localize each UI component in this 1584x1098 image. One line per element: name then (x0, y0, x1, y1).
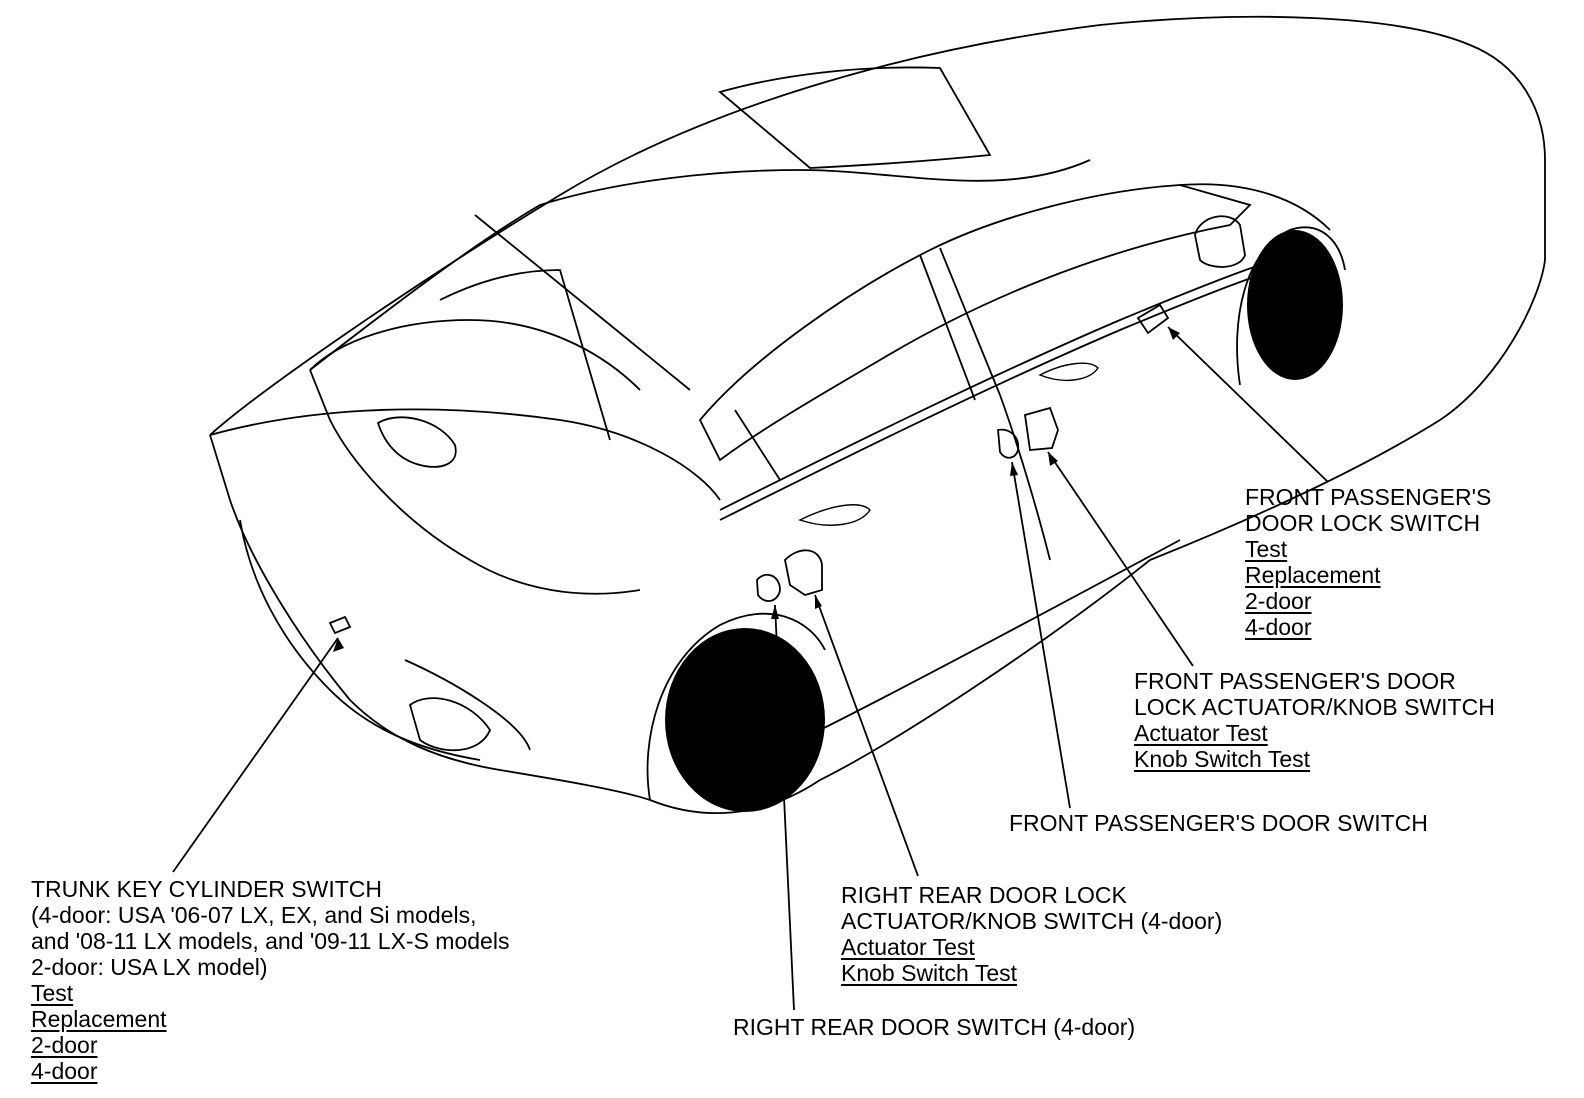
callout-title-line: RIGHT REAR DOOR LOCK (841, 882, 1127, 908)
door-handles (798, 362, 1099, 526)
rear-wheel (646, 612, 826, 812)
trunk-key-4door-link[interactable]: 4-door (31, 1058, 98, 1084)
callout-title-line: FRONT PASSENGER'S (1245, 484, 1492, 510)
fp-lock-switch-4door-link[interactable]: 4-door (1245, 614, 1312, 640)
callout-title-line: DOOR LOCK SWITCH (1245, 510, 1481, 536)
callout-title-line: LOCK ACTUATOR/KNOB SWITCH (1134, 694, 1495, 720)
rr-actuator-test-link[interactable]: Actuator Test (841, 934, 975, 960)
callout-right-rear-door-switch: RIGHT REAR DOOR SWITCH (4-door) (733, 1014, 1135, 1040)
trunk-key-replacement-link[interactable]: Replacement (31, 1006, 167, 1032)
front-wheel (1236, 226, 1346, 386)
callout-front-passenger-lock-actuator: FRONT PASSENGER'S DOOR LOCK ACTUATOR/KNO… (1134, 668, 1495, 772)
callout-title-line: ACTUATOR/KNOB SWITCH (4-door) (841, 908, 1223, 934)
callout-title-line: FRONT PASSENGER'S DOOR SWITCH (1009, 810, 1428, 836)
callout-title-line: FRONT PASSENGER'S DOOR (1134, 668, 1456, 694)
callout-right-rear-lock-actuator: RIGHT REAR DOOR LOCK ACTUATOR/KNOB SWITC… (841, 882, 1222, 986)
components (328, 303, 1170, 635)
fp-knob-switch-test-link[interactable]: Knob Switch Test (1134, 746, 1311, 772)
fp-lock-switch-replacement-link[interactable]: Replacement (1245, 562, 1381, 588)
trunk-key-test-link[interactable]: Test (31, 980, 74, 1006)
callout-title-line: RIGHT REAR DOOR SWITCH (4-door) (733, 1014, 1136, 1040)
callout-title-line: and '08-11 LX models, and '09-11 LX-S mo… (31, 928, 510, 954)
callout-front-passenger-door-lock-switch: FRONT PASSENGER'S DOOR LOCK SWITCH Test … (1245, 484, 1491, 640)
leader-lines (172, 326, 1329, 1011)
callout-title-line: TRUNK KEY CYLINDER SWITCH (31, 876, 383, 902)
fp-lock-switch-2door-link[interactable]: 2-door (1245, 588, 1312, 614)
fp-actuator-test-link[interactable]: Actuator Test (1134, 720, 1268, 746)
callout-front-passenger-door-switch: FRONT PASSENGER'S DOOR SWITCH (1009, 810, 1428, 836)
rr-knob-switch-test-link[interactable]: Knob Switch Test (841, 960, 1018, 986)
fp-lock-switch-test-link[interactable]: Test (1245, 536, 1288, 562)
trunk-key-2door-link[interactable]: 2-door (31, 1032, 98, 1058)
callout-trunk-key-cylinder-switch: TRUNK KEY CYLINDER SWITCH (4-door: USA '… (31, 876, 509, 1084)
callout-title-line: 2-door: USA LX model) (31, 954, 268, 980)
arrowheads (333, 327, 1180, 652)
callout-title-line: (4-door: USA '06-07 LX, EX, and Si model… (31, 902, 477, 928)
